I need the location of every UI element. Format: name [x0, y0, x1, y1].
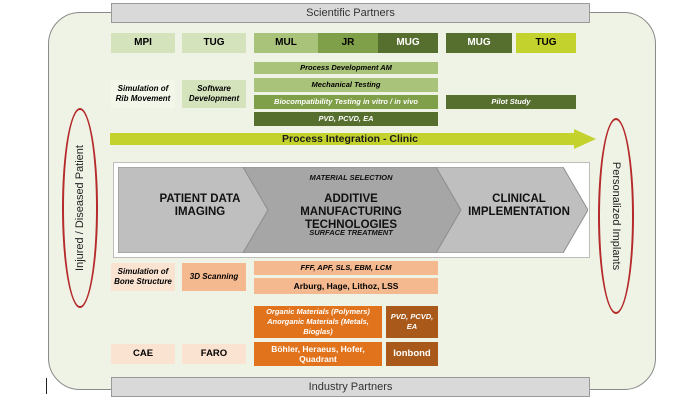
- industry-partners-bar: Industry Partners: [111, 377, 590, 397]
- org-mug: MUG: [378, 33, 438, 53]
- task-pvd-industry: PVD, PCVD, EA: [386, 306, 438, 338]
- chevron-clinical: [435, 167, 588, 253]
- material-selection-label: MATERIAL SELECTION: [309, 173, 393, 182]
- org-tug-2: TUG: [516, 33, 576, 53]
- task-software-development: Software Development: [182, 80, 246, 108]
- text-cursor-mark: [46, 378, 47, 394]
- org-jr: JR: [318, 33, 378, 53]
- task-biocompatibility: Biocompatibility Testing in vitro / in v…: [254, 95, 438, 109]
- task-simulation-bone: Simulation of Bone Structure: [111, 263, 175, 291]
- task-process-development: Process Development AM: [254, 62, 438, 74]
- task-pilot-study: Pilot Study: [446, 95, 576, 109]
- implants-oval: [598, 118, 634, 314]
- task-arburg: Arburg, Hage, Lithoz, LSS: [254, 278, 438, 294]
- surface-treatment-label: SURFACE TREATMENT: [309, 228, 393, 237]
- implants-label: Personalized Implants: [610, 161, 622, 271]
- task-faro: FARO: [182, 344, 246, 364]
- task-materials: Organic Materials (Polymers) Anorganic M…: [254, 306, 382, 338]
- chevron-additive-manufacturing: [242, 167, 462, 253]
- step-additive-manufacturing: ADDITIVE MANUFACTURING TECHNOLOGIES: [300, 193, 402, 231]
- task-fff: FFF, APF, SLS, EBM, LCM: [254, 261, 438, 275]
- step-clinical-implementation: CLINICAL IMPLEMENTATION: [468, 193, 570, 218]
- patient-label: Injured / Diseased Patient: [74, 145, 86, 271]
- task-bohler: Böhler, Heraeus, Hofer, Quadrant: [254, 342, 382, 366]
- scientific-partners-bar: Scientific Partners: [111, 3, 590, 23]
- org-mug-2: MUG: [446, 33, 512, 53]
- scientific-partners-label: Scientific Partners: [306, 7, 395, 19]
- process-chevrons: [118, 167, 588, 253]
- task-cae: CAE: [111, 344, 175, 364]
- patient-oval: [62, 108, 98, 308]
- task-3d-scanning: 3D Scanning: [182, 263, 246, 291]
- process-integration-arrow: [110, 129, 596, 149]
- process-integration-label: Process Integration - Clinic: [282, 133, 418, 145]
- org-mpi: MPI: [111, 33, 175, 53]
- org-mul: MUL: [254, 33, 318, 53]
- org-tug: TUG: [182, 33, 246, 53]
- industry-partners-label: Industry Partners: [308, 381, 393, 393]
- task-simulation-rib: Simulation of Rib Movement: [111, 80, 175, 108]
- task-mechanical-testing: Mechanical Testing: [254, 78, 438, 92]
- task-pvd: PVD, PCVD, EA: [254, 112, 438, 126]
- task-ionbond: Ionbond: [386, 342, 438, 366]
- step-patient-data-imaging: PATIENT DATA IMAGING: [159, 193, 241, 218]
